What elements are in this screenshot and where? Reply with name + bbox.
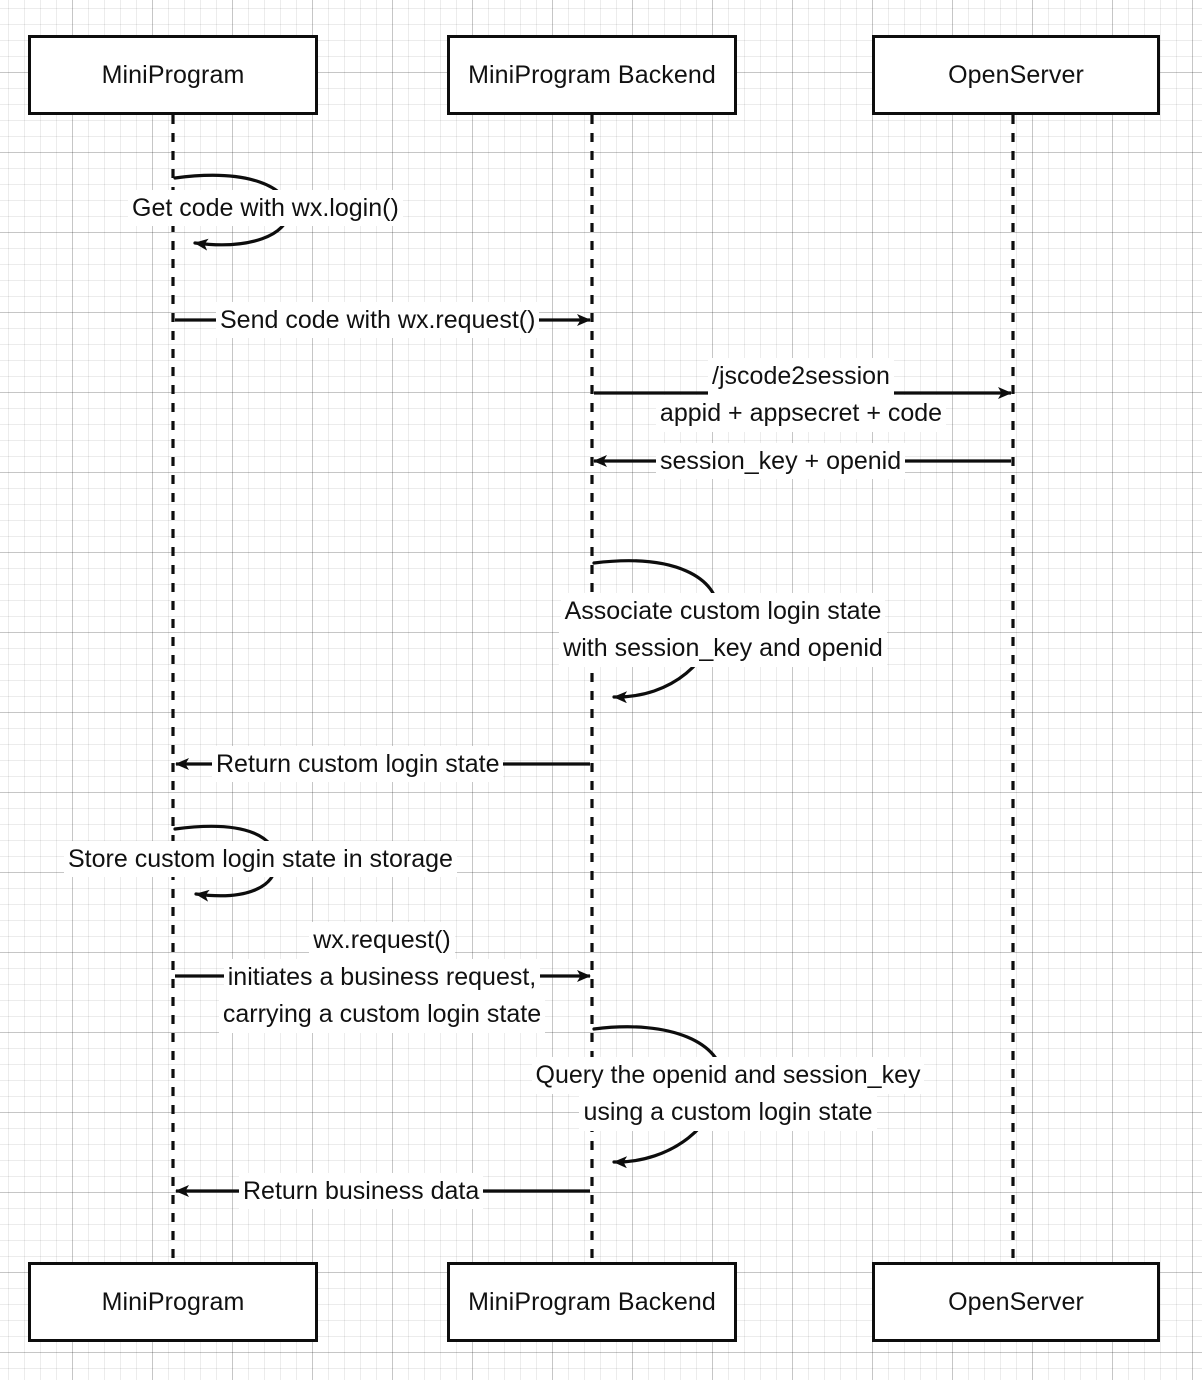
participant-label: MiniProgram Backend (468, 1287, 716, 1316)
message-label-8-line-3: carrying a custom login state (218, 996, 546, 1033)
message-label-8-line-2: initiates a business request, (223, 959, 541, 996)
participant-header-backend[interactable]: MiniProgram Backend (447, 35, 737, 115)
message-label-3-line-2: appid + appsecret + code (655, 395, 947, 432)
message-label-6: Return custom login state (212, 746, 504, 782)
participant-label: MiniProgram (101, 60, 245, 89)
message-label-1: Get code with wx.login() (128, 190, 403, 226)
message-label-9: Query the openid and session_key using a… (525, 1057, 931, 1131)
message-label-8: wx.request() initiates a business reques… (212, 922, 552, 1033)
message-label-7: Store custom login state in storage (64, 841, 457, 877)
participant-header-miniprogram[interactable]: MiniProgram (28, 35, 318, 115)
participant-footer-miniprogram[interactable]: MiniProgram (28, 1262, 318, 1342)
message-label-3: /jscode2session appid + appsecret + code (651, 358, 951, 432)
message-label-5: Associate custom login state with sessio… (553, 593, 893, 667)
participant-label: MiniProgram Backend (468, 60, 716, 89)
message-label-9-line-2: using a custom login state (579, 1094, 877, 1131)
message-label-10: Return business data (239, 1173, 484, 1209)
message-label-5-line-2: with session_key and openid (559, 630, 887, 667)
participant-label: OpenServer (948, 1287, 1084, 1316)
participant-footer-openserver[interactable]: OpenServer (872, 1262, 1160, 1342)
participant-header-openserver[interactable]: OpenServer (872, 35, 1160, 115)
participant-label: MiniProgram (101, 1287, 245, 1316)
message-label-2: Send code with wx.request() (216, 302, 540, 338)
participant-footer-backend[interactable]: MiniProgram Backend (447, 1262, 737, 1342)
message-label-9-line-1: Query the openid and session_key (531, 1057, 925, 1094)
message-label-3-line-1: /jscode2session (708, 358, 894, 395)
participant-label: OpenServer (948, 60, 1084, 89)
message-label-5-line-1: Associate custom login state (560, 593, 886, 630)
message-label-4: session_key + openid (656, 443, 906, 479)
message-label-8-line-1: wx.request() (309, 922, 455, 959)
